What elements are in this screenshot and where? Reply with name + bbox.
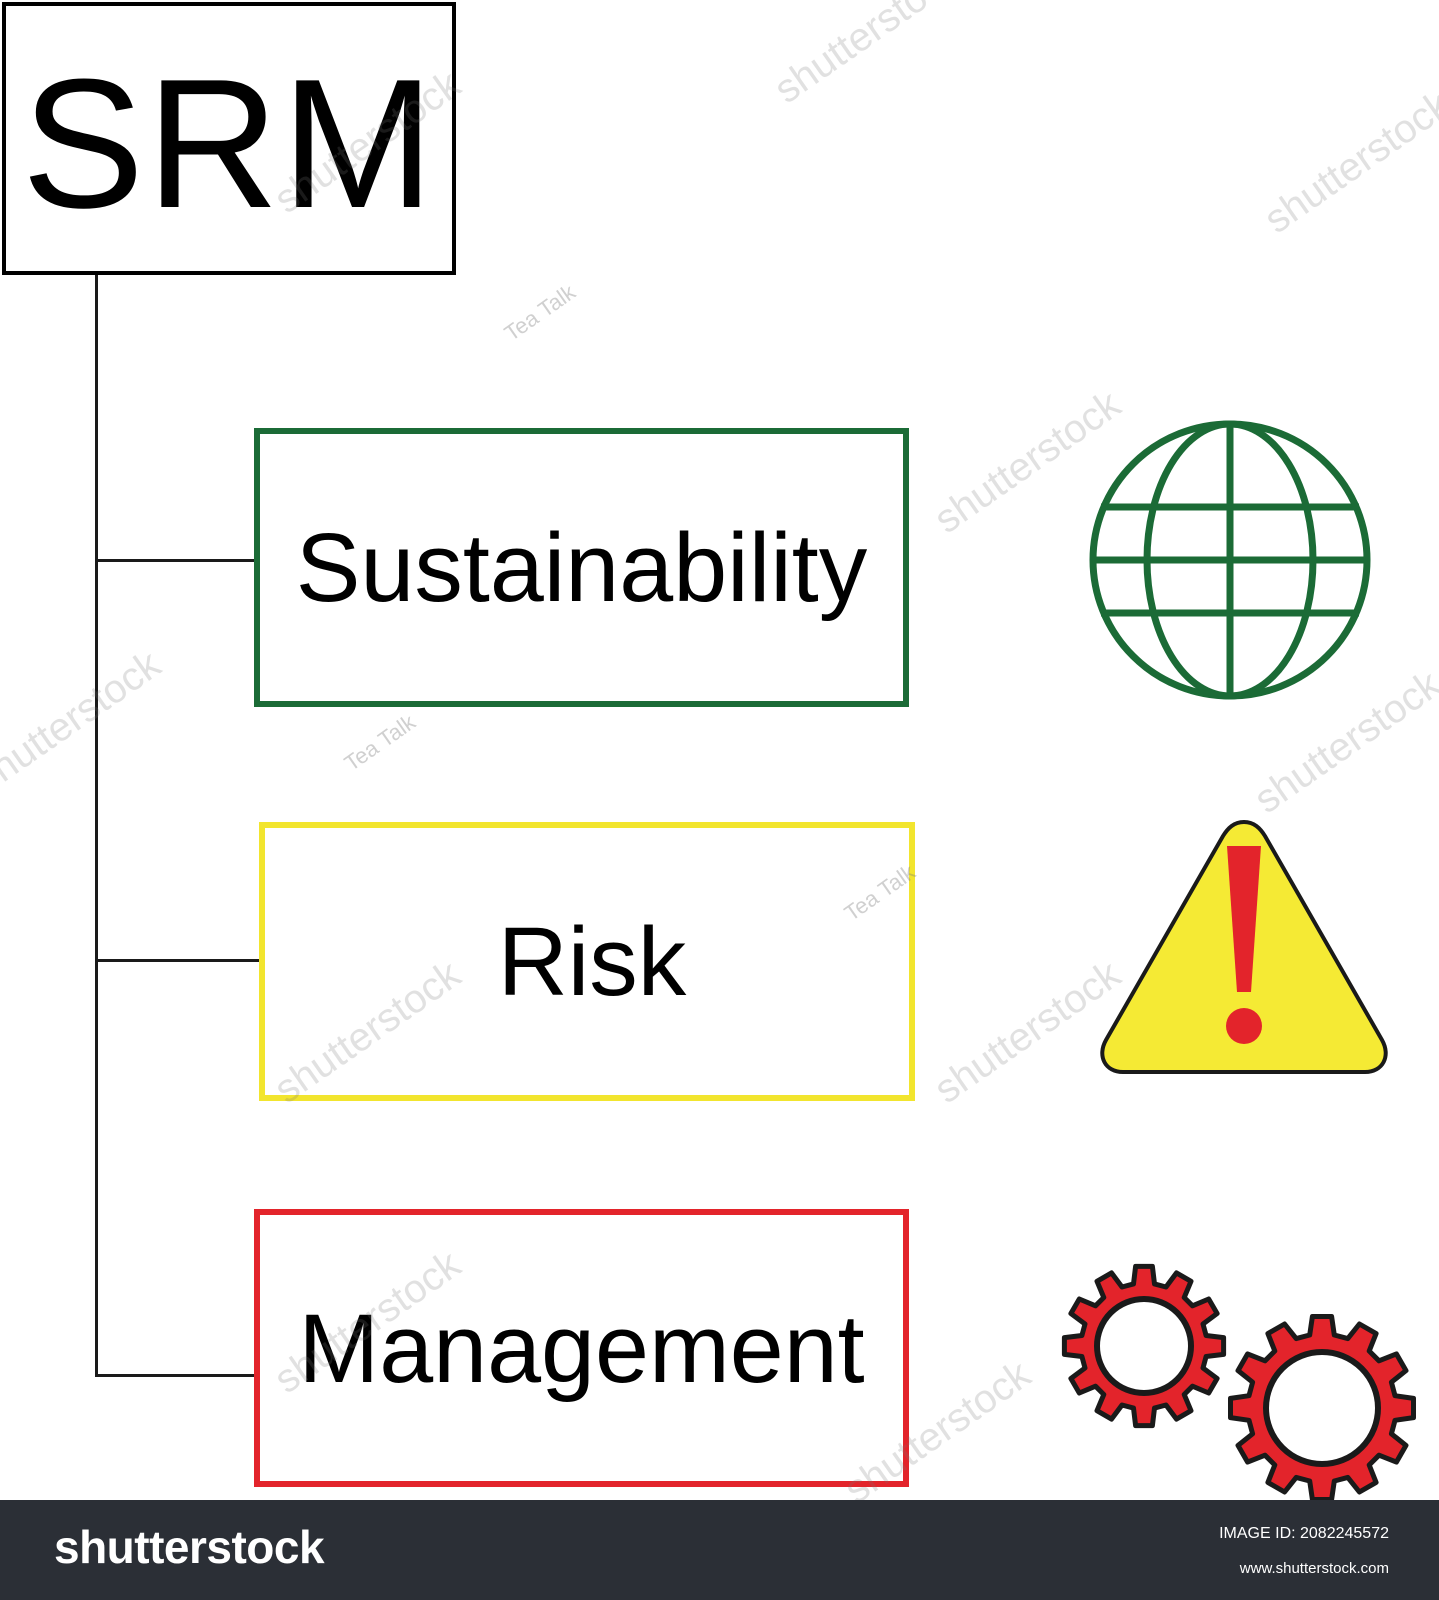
gear-large [1228,1314,1416,1502]
watermark: shutterstock [1256,82,1439,242]
connector-branch-sustainability [95,559,257,562]
node-sustainability: Sustainability [254,428,909,707]
node-management: Management [254,1209,909,1487]
connector-branch-risk [95,959,262,962]
connector-trunk [95,275,98,1377]
node-sustainability-label: Sustainability [295,513,868,622]
watermark: shutterstock [766,0,969,112]
connector-branch-management [95,1374,257,1377]
node-risk-label: Risk [497,907,687,1016]
globe-icon [1089,420,1371,700]
gears-icon [1061,1263,1416,1502]
node-risk: Risk [259,822,915,1101]
root-label: SRM [21,39,437,246]
watermark: shutterstock [0,642,169,802]
footer-image-id: IMAGE ID: 2082245572 [1219,1525,1389,1542]
footer-bar: shutterstock IMAGE ID: 2082245572 www.sh… [0,1500,1439,1600]
gear-small [1061,1263,1227,1429]
root-node-srm: SRM [2,2,456,275]
node-management-label: Management [298,1293,865,1403]
warning-icon [1100,819,1388,1074]
footer-url: www.shutterstock.com [1239,1560,1389,1577]
watermark-credit: Tea Talk [339,709,420,776]
watermark-credit: Tea Talk [499,279,580,346]
footer-logo: shutterstock [54,1521,325,1573]
